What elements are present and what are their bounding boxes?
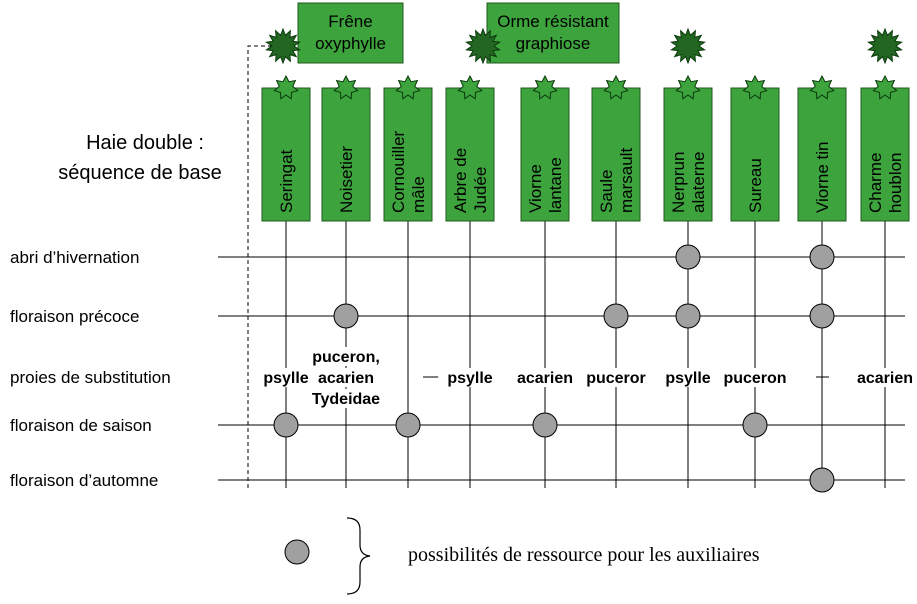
- row-label: abri d’hivernation: [10, 248, 139, 267]
- svg-text:puceron: puceron: [723, 370, 786, 387]
- svg-text:lantane: lantane: [546, 157, 565, 213]
- svg-text:Saule: Saule: [597, 170, 616, 213]
- row-labels: abri d’hivernation floraison précoce proie…: [10, 248, 171, 490]
- svg-text:psylle: psylle: [665, 370, 710, 387]
- tree-link-dashed: [247, 45, 278, 488]
- tree-crown-icon: [670, 27, 706, 65]
- resource-dot: [675, 303, 701, 329]
- svg-text:houblon: houblon: [886, 152, 905, 213]
- svg-text:Judée: Judée: [471, 167, 490, 213]
- svg-text:puceron,: puceron,: [312, 349, 380, 366]
- tree-crown-icon: [265, 27, 301, 65]
- resource-dots: [273, 244, 835, 493]
- row-label: floraison de saison: [10, 416, 152, 435]
- svg-text:Orme résistant: Orme résistant: [497, 12, 609, 31]
- svg-text:Arbre de: Arbre de: [451, 148, 470, 213]
- svg-text:Sureau: Sureau: [746, 158, 765, 213]
- tree-crown-icon: [867, 27, 903, 65]
- prey-label: puceror: [579, 368, 653, 387]
- tree-box: Orme résistant graphiose: [486, 2, 620, 64]
- svg-text:Noisetier: Noisetier: [337, 146, 356, 213]
- svg-text:acarien: acarien: [517, 370, 573, 387]
- shrub-crown-icon: [273, 74, 299, 100]
- legend-dot: [284, 539, 310, 565]
- row-label: proies de substitution: [10, 368, 171, 387]
- shrub-box: Noisetier: [321, 74, 371, 222]
- svg-text:mâle: mâle: [409, 176, 428, 213]
- tree-box: Frêne oxyphylle: [297, 2, 404, 64]
- shrub-crown-icon: [809, 74, 835, 100]
- title-line-2: séquence de base: [58, 162, 221, 184]
- resource-dot: [742, 412, 768, 438]
- shrub-box: Seringat: [261, 74, 311, 222]
- prey-label: psylle: [254, 368, 318, 387]
- legend-brace: [346, 517, 371, 595]
- legend: possibilités de ressource pour les auxil…: [284, 517, 760, 595]
- resource-dot: [675, 244, 701, 270]
- shrub-box: Viorne tin: [797, 74, 847, 222]
- svg-text:puceror: puceror: [586, 370, 646, 387]
- svg-text:Viorne tin: Viorne tin: [813, 141, 832, 213]
- resource-dot: [395, 412, 421, 438]
- prey-label: psylle: [438, 368, 502, 387]
- prey-label: psylle: [656, 368, 720, 387]
- row-label: floraison d’automne: [10, 471, 158, 490]
- svg-text:Frêne: Frêne: [328, 12, 372, 31]
- resource-dot: [603, 303, 629, 329]
- shrub-crown-icon: [532, 74, 558, 100]
- shrub-crown-icon: [333, 74, 359, 100]
- svg-text:acarien: acarien: [318, 370, 374, 387]
- svg-text:oxyphylle: oxyphylle: [315, 34, 386, 53]
- svg-text:psylle: psylle: [263, 370, 308, 387]
- diagram-title: Haie double : séquence de base: [58, 132, 221, 184]
- svg-text:psylle: psylle: [447, 370, 492, 387]
- shrub-crown-icon: [603, 74, 629, 100]
- prey-label: puceron: [718, 368, 792, 387]
- resource-dot: [532, 412, 558, 438]
- svg-text:Nerprun: Nerprun: [669, 152, 688, 213]
- svg-text:Charme: Charme: [866, 153, 885, 213]
- resource-dot: [809, 244, 835, 270]
- resource-dot: [809, 303, 835, 329]
- svg-text:Seringat: Seringat: [277, 149, 296, 213]
- title-line-1: Haie double :: [86, 132, 204, 154]
- svg-text:Viorne: Viorne: [526, 164, 545, 213]
- svg-text:Cornouiller: Cornouiller: [389, 130, 408, 213]
- shrub-crown-icon: [395, 74, 421, 100]
- shrub-crown-icon: [675, 74, 701, 100]
- svg-text:graphiose: graphiose: [516, 34, 591, 53]
- shrub-crown-icon: [742, 74, 768, 100]
- row-label: floraison précoce: [10, 307, 139, 326]
- resource-dot: [333, 303, 359, 329]
- shrub-crown-icon: [872, 74, 898, 100]
- shrub-box: Sureau: [730, 74, 780, 222]
- prey-label: acarien: [508, 368, 582, 387]
- legend-text: possibilités de ressource pour les auxil…: [408, 544, 760, 566]
- shrub-crown-icon: [457, 74, 483, 100]
- svg-text:alaterne: alaterne: [689, 152, 708, 213]
- svg-text:Tydeidae: Tydeidae: [312, 391, 380, 408]
- tree-boxes: Frêne oxyphylle Orme résistant graphiose: [265, 2, 903, 65]
- resource-dot: [809, 467, 835, 493]
- prey-label: acarien: [848, 368, 917, 387]
- resource-dot: [273, 412, 299, 438]
- tree-crown-icon: [465, 27, 501, 65]
- svg-text:marsault: marsault: [617, 148, 636, 213]
- svg-text:acarien: acarien: [857, 370, 913, 387]
